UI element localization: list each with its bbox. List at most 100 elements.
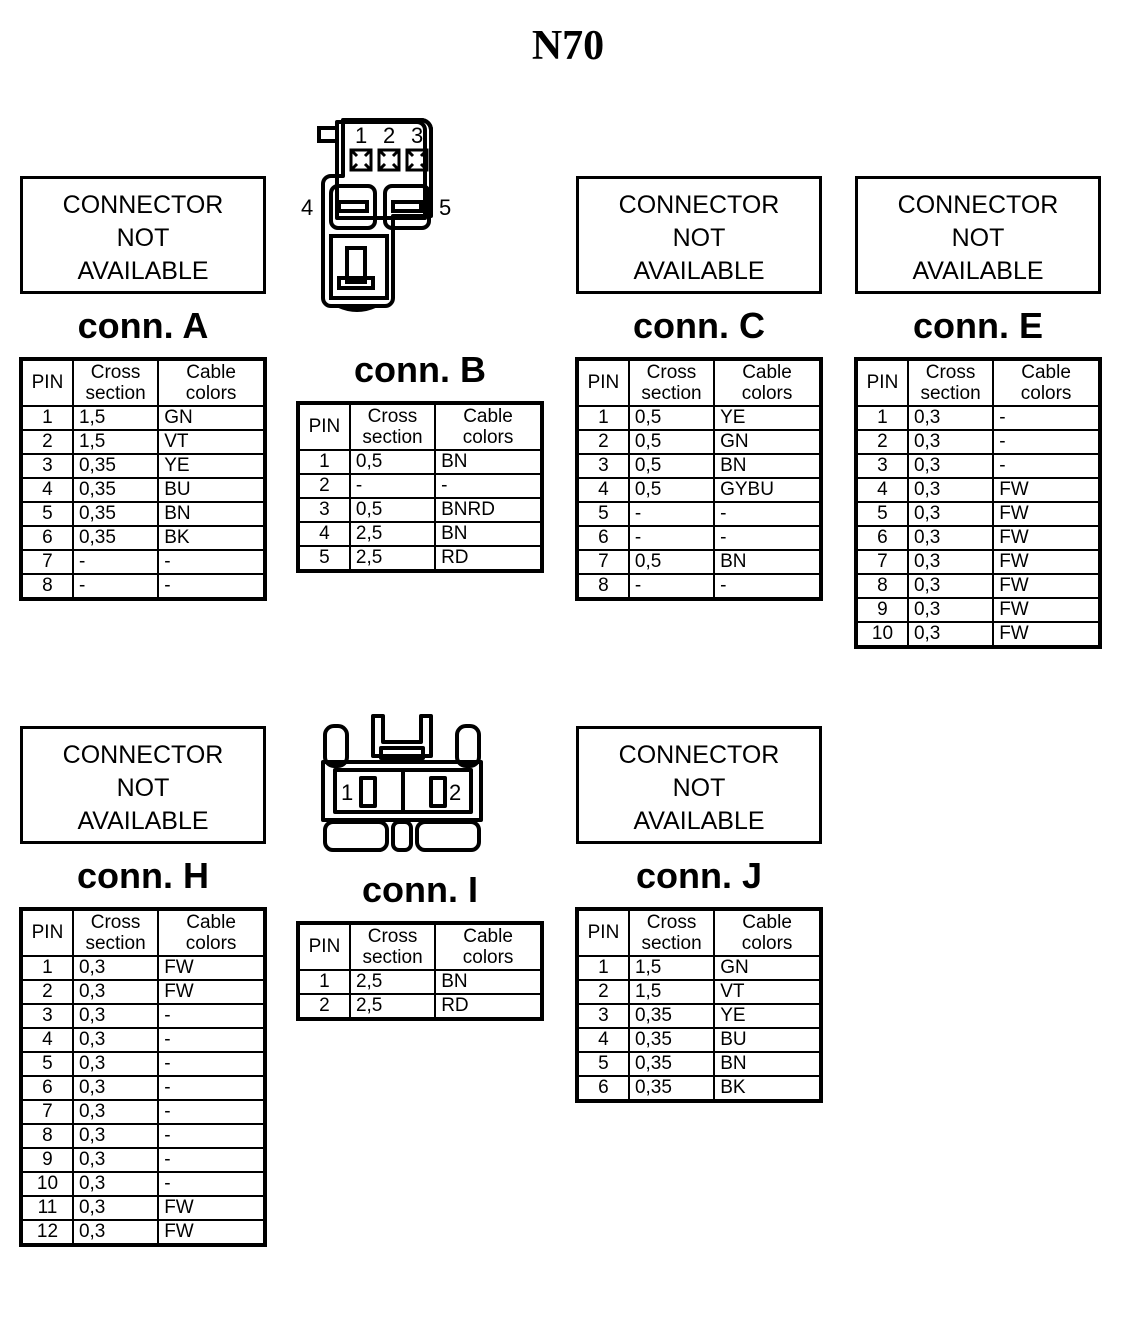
- col-header-colors-line2: colors: [185, 932, 237, 954]
- na-line-1: CONNECTOR: [62, 191, 224, 219]
- cell-cable-color: RD: [434, 544, 543, 571]
- cell-cross-section: 0,3: [906, 572, 995, 599]
- cell-pin: 2: [297, 992, 351, 1019]
- cell-cross-section: 0,3: [906, 452, 995, 479]
- cell-pin: 7: [20, 548, 74, 575]
- col-header-cross-line2: section: [641, 382, 702, 404]
- cell-cross-section: 0,5: [627, 404, 716, 431]
- cell-pin: 1: [297, 968, 351, 995]
- pin-label-2: 2: [383, 123, 395, 148]
- cell-cable-color: FW: [992, 620, 1101, 647]
- col-header-cross-line1: Cross: [646, 361, 697, 383]
- col-header-cross-line1: Cross: [90, 911, 141, 933]
- cell-cable-color: FW: [992, 476, 1101, 503]
- cell-cross-section: 0,5: [348, 496, 437, 523]
- cell-cross-section: 0,3: [906, 500, 995, 527]
- col-header-cross-line2: section: [641, 932, 702, 954]
- cell-cable-color: BK: [157, 524, 266, 551]
- cell-cable-color: -: [157, 572, 266, 599]
- cell-cross-section: 0,3: [906, 476, 995, 503]
- cell-cable-color: -: [157, 1146, 266, 1173]
- cell-cable-color: YE: [157, 452, 266, 479]
- cell-pin: 2: [297, 472, 351, 499]
- cell-cable-color: -: [713, 572, 822, 599]
- connector-caption-c: conn. C: [633, 305, 765, 346]
- cell-cross-section: 0,3: [906, 404, 995, 431]
- na-line-3: AVAILABLE: [633, 257, 765, 285]
- cell-cable-color: -: [157, 548, 266, 575]
- cell-cross-section: 0,3: [906, 548, 995, 575]
- na-line-3: AVAILABLE: [633, 807, 765, 835]
- cell-cross-section: -: [627, 500, 716, 527]
- cell-cross-section: 0,3: [71, 1170, 160, 1197]
- cell-cross-section: 0,5: [348, 448, 437, 475]
- cell-cross-section: 0,3: [71, 1074, 160, 1101]
- cell-pin: 2: [20, 428, 74, 455]
- cell-pin: 6: [20, 524, 74, 551]
- col-header-colors-line1: Cable: [186, 911, 236, 933]
- cell-cross-section: 0,5: [627, 548, 716, 575]
- connector-caption-e: conn. E: [912, 305, 1043, 346]
- cell-cable-color: VT: [713, 978, 822, 1005]
- cell-cable-color: FW: [157, 1194, 266, 1221]
- cell-pin: 1: [20, 404, 74, 431]
- cell-cross-section: -: [627, 524, 716, 551]
- cell-pin: 8: [576, 572, 630, 599]
- cell-cable-color: FW: [992, 500, 1101, 527]
- connector-caption-a: conn. A: [77, 305, 209, 346]
- na-line-1: CONNECTOR: [62, 741, 224, 769]
- cell-pin: 1: [576, 954, 630, 981]
- cell-cable-color: -: [713, 524, 822, 551]
- na-line-2: NOT: [951, 224, 1005, 252]
- cell-pin: 7: [20, 1098, 74, 1125]
- cell-pin: 4: [297, 520, 351, 547]
- cell-pin: 3: [855, 452, 909, 479]
- table-row: 6--: [576, 524, 822, 551]
- cell-cross-section: 0,3: [906, 620, 995, 647]
- cell-cross-section: 1,5: [71, 428, 160, 455]
- col-header-colors-line2: colors: [741, 382, 793, 404]
- pin-label-2: 2: [449, 780, 461, 805]
- cell-cross-section: 0,3: [71, 1002, 160, 1029]
- cell-cross-section: -: [348, 472, 437, 499]
- table-row: 5--: [576, 500, 822, 527]
- cell-pin: 4: [576, 476, 630, 503]
- cell-pin: 4: [855, 476, 909, 503]
- cell-cable-color: BK: [713, 1074, 822, 1101]
- col-header-cross-line2: section: [920, 382, 981, 404]
- table-row: 7--: [20, 548, 266, 575]
- cell-cable-color: GN: [713, 428, 822, 455]
- na-line-1: CONNECTOR: [618, 191, 780, 219]
- pin-label-4: 4: [301, 195, 313, 220]
- cell-cable-color: -: [157, 1074, 266, 1101]
- table-row: 2--: [297, 472, 543, 499]
